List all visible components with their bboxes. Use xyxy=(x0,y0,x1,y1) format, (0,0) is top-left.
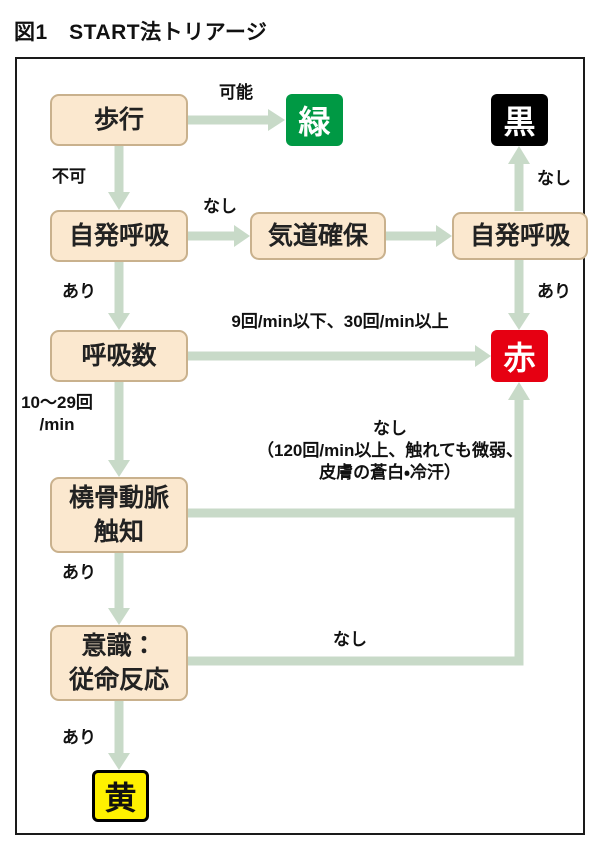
label-resp-abnormal: 9回/min以下、30回/min以上 xyxy=(231,312,449,331)
label-pulse-yes: あり xyxy=(62,563,96,582)
node-consciousness: 意識： 従命反応 xyxy=(50,625,188,701)
label-walk-impossible: 不可 xyxy=(52,167,86,186)
label-command-yes: あり xyxy=(62,728,96,747)
outcome-green: 緑 xyxy=(286,94,343,146)
label-pulse-none: なし （120回/min以上、触れても微弱、 皮膚の蒼白・冷汗） xyxy=(257,419,523,482)
diagram-frame xyxy=(15,57,585,835)
outcome-red: 赤 xyxy=(491,330,548,382)
label-breath-none-right: なし xyxy=(537,169,571,188)
label-command-none: なし xyxy=(333,630,367,649)
node-spontaneous-breathing-left: 自発呼吸 xyxy=(50,210,188,262)
node-respiratory-rate: 呼吸数 xyxy=(50,330,188,382)
node-spontaneous-breathing-right: 自発呼吸 xyxy=(452,212,588,260)
outcome-black: 黒 xyxy=(491,94,548,146)
node-airway-management: 気道確保 xyxy=(250,212,386,260)
node-walk: 歩行 xyxy=(50,94,188,146)
label-walk-possible: 可能 xyxy=(219,83,253,102)
label-breath-none: なし xyxy=(203,197,237,216)
figure-title: 図1 START法トリアージ xyxy=(14,21,268,44)
label-breath-yes-left: あり xyxy=(62,282,96,301)
node-radial-pulse: 橈骨動脈 触知 xyxy=(50,477,188,553)
label-breath-yes-right: あり xyxy=(537,282,571,301)
outcome-yellow: 黄 xyxy=(92,770,149,822)
label-resp-normal: 10〜29回 /min xyxy=(21,393,93,434)
